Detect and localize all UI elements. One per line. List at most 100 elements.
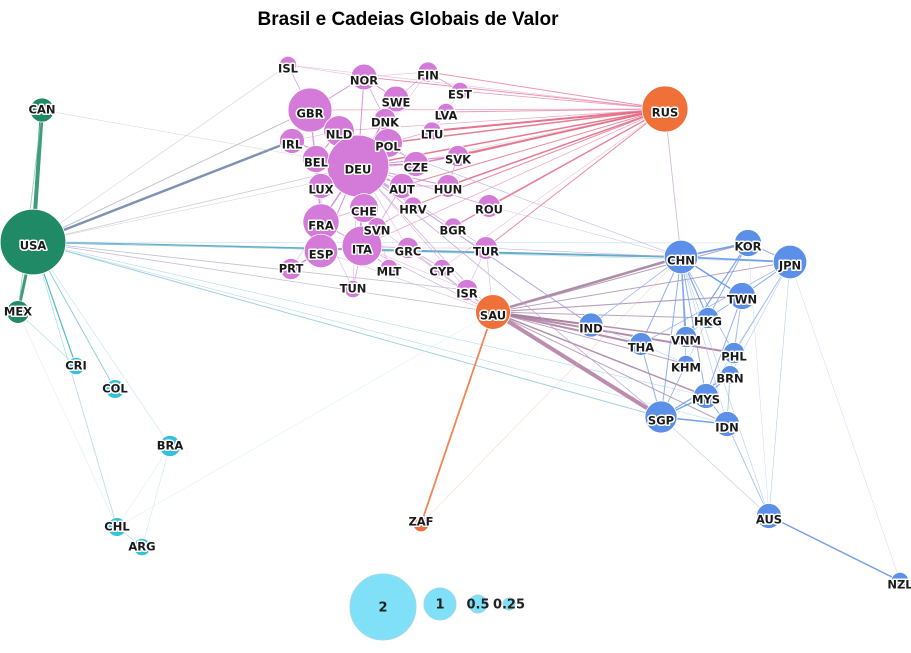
- edge-jpn-tha: [640, 261, 791, 345]
- node-label-fra: FRA: [308, 219, 334, 233]
- edge-rus-svk: [457, 108, 666, 157]
- node-fin: [417, 61, 439, 83]
- edge-usa-chl: [32, 241, 118, 528]
- node-aus: [756, 503, 782, 529]
- edge-chn-aus: [680, 256, 770, 517]
- edge-sau-zaf: [420, 311, 494, 525]
- node-sgp: [644, 400, 678, 434]
- node-label-nld: NLD: [326, 128, 353, 142]
- edge-chn-sgp: [660, 256, 682, 418]
- edge-usa-gbr: [32, 109, 311, 243]
- node-bra: [159, 435, 181, 457]
- node-label-bra: BRA: [157, 439, 184, 453]
- node-label-kor: KOR: [734, 240, 761, 254]
- legend-label-1: 1: [435, 598, 444, 613]
- node-label-aus: AUS: [756, 513, 782, 527]
- node-prt: [280, 258, 302, 280]
- node-label-gbr: GBR: [296, 107, 323, 121]
- node-jpn: [772, 244, 808, 280]
- edge-sau-usa: [32, 241, 494, 313]
- legend-bubble-1: [423, 587, 457, 621]
- node-label-est: EST: [448, 88, 472, 102]
- node-label-sgp: SGP: [648, 414, 674, 428]
- node-cri: [66, 356, 86, 376]
- node-label-swe: SWE: [382, 96, 411, 110]
- edge-mex-cri: [17, 311, 77, 367]
- legend-label-2: 0.5: [466, 598, 489, 613]
- node-mys: [693, 383, 719, 409]
- node-cyp: [432, 258, 452, 278]
- node-label-ltu: LTU: [421, 128, 444, 142]
- node-label-phl: PHL: [721, 350, 747, 364]
- node-twn: [728, 282, 756, 310]
- node-hun: [436, 174, 460, 198]
- node-bgr: [443, 217, 463, 237]
- node-svk: [447, 145, 469, 167]
- node-aut: [389, 173, 415, 199]
- edge-mex-chl: [17, 311, 118, 528]
- edge-sau-khm: [492, 311, 687, 365]
- node-usa: [0, 208, 67, 276]
- node-label-mlt: MLT: [377, 265, 402, 279]
- node-label-tur: TUR: [473, 245, 499, 259]
- node-label-che: CHE: [351, 205, 377, 219]
- edge-jpn-mys: [705, 261, 791, 397]
- edge-aus-nzl: [768, 515, 901, 582]
- node-label-dnk: DNK: [371, 116, 400, 130]
- edge-rus-aut: [401, 108, 666, 187]
- edge-chn-idn: [680, 256, 728, 425]
- node-hrv: [403, 196, 423, 216]
- edge-kor-hkg: [707, 242, 749, 319]
- node-swe: [382, 85, 410, 113]
- node-label-lux: LUX: [308, 183, 333, 197]
- edge-kor-vnm: [685, 242, 749, 338]
- edge-rus-isl: [287, 64, 666, 110]
- edge-rus-est: [459, 90, 666, 110]
- edge-usa-idn: [32, 241, 728, 425]
- node-brn: [720, 365, 740, 385]
- node-label-hun: HUN: [434, 183, 463, 197]
- node-kor: [734, 229, 762, 257]
- node-gbr: [287, 87, 333, 133]
- node-sau: [475, 294, 511, 330]
- node-label-khm: KHM: [671, 361, 701, 375]
- node-ind: [578, 312, 604, 338]
- node-label-irl: IRL: [282, 138, 303, 152]
- edge-usa-deu: [32, 165, 359, 243]
- node-isr: [456, 279, 478, 301]
- edge-rus-chn: [664, 108, 682, 258]
- edge-arg-bra: [141, 445, 171, 548]
- node-label-ita: ITA: [352, 243, 372, 257]
- edge-rus-hun: [447, 108, 666, 187]
- node-label-chn: CHN: [667, 254, 695, 268]
- node-label-ind: IND: [579, 322, 602, 336]
- node-label-hrv: HRV: [399, 203, 426, 217]
- node-nzl: [890, 571, 910, 591]
- node-phl: [723, 342, 745, 364]
- node-label-svk: SVK: [445, 153, 472, 167]
- legend-label-3: 0.25: [493, 598, 525, 613]
- edge-ita-sau: [361, 245, 494, 313]
- edge-rus-nld: [338, 108, 666, 132]
- edge-rus-nor: [363, 76, 666, 110]
- node-label-pol: POL: [375, 140, 401, 154]
- edge-sau-sgp: [491, 310, 663, 419]
- edge-usa-isl: [32, 64, 289, 243]
- edge-rus-fin: [427, 71, 666, 110]
- node-rus: [641, 85, 689, 133]
- node-rou: [477, 194, 501, 218]
- edge-tur-chn: [485, 247, 682, 258]
- node-label-brn: BRN: [716, 372, 743, 386]
- node-lva: [436, 102, 456, 122]
- node-khm: [676, 354, 696, 374]
- node-idn: [714, 411, 740, 437]
- node-label-bgr: BGR: [439, 224, 466, 238]
- diagram-title: Brasil e Cadeias Globais de Valor: [257, 9, 559, 30]
- node-label-sau: SAU: [480, 309, 506, 323]
- node-label-deu: DEU: [345, 163, 372, 177]
- edge-rus-deu: [357, 108, 666, 167]
- node-label-tha: THA: [628, 341, 654, 355]
- edge-rus-ita: [361, 108, 666, 247]
